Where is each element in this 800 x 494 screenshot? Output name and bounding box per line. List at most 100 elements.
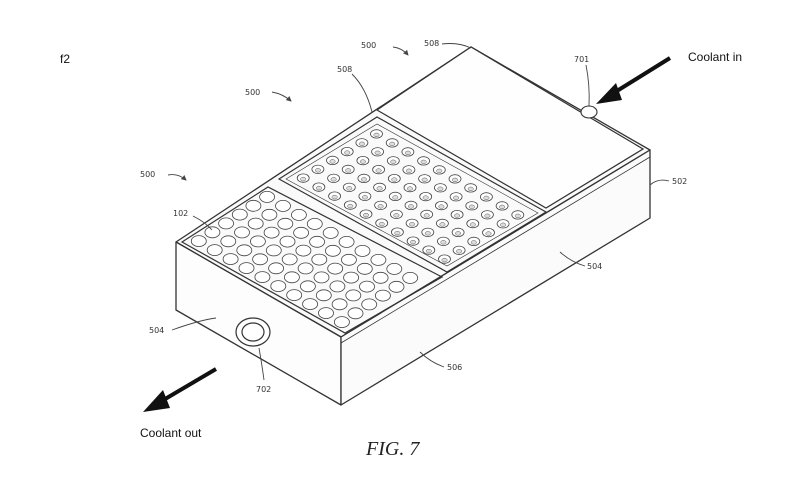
cell bbox=[281, 253, 298, 266]
cell-core bbox=[499, 204, 506, 210]
cell-core bbox=[500, 222, 507, 227]
cell-core bbox=[436, 168, 443, 174]
cell bbox=[247, 217, 264, 230]
cell-core bbox=[484, 213, 491, 218]
cell-core bbox=[438, 204, 445, 209]
cell bbox=[374, 289, 391, 302]
cell-core bbox=[329, 159, 336, 164]
cell-core bbox=[485, 231, 492, 236]
cell bbox=[338, 235, 355, 248]
cell bbox=[356, 262, 373, 275]
cell bbox=[279, 235, 296, 248]
cell-core bbox=[375, 168, 382, 173]
cell-core bbox=[392, 195, 399, 200]
cell-core bbox=[453, 195, 460, 200]
compartment-pouch bbox=[277, 116, 548, 273]
cell bbox=[354, 244, 371, 257]
cell bbox=[359, 280, 375, 293]
cell-core bbox=[347, 203, 354, 209]
cell-core bbox=[440, 240, 447, 245]
cell bbox=[343, 271, 360, 284]
cell-core bbox=[345, 168, 352, 173]
cell bbox=[222, 253, 239, 266]
cell-core bbox=[390, 159, 397, 164]
cell bbox=[236, 244, 253, 257]
cell bbox=[386, 262, 403, 275]
cell bbox=[265, 244, 282, 257]
ref-506: 506 bbox=[447, 363, 462, 372]
cell bbox=[345, 289, 362, 302]
corner-label: f2 bbox=[60, 52, 70, 66]
cell bbox=[324, 244, 341, 257]
cell bbox=[347, 307, 364, 320]
coolant-in-label: Coolant in bbox=[688, 50, 742, 64]
cell-core bbox=[374, 150, 381, 155]
cell-core bbox=[439, 222, 446, 227]
figure-caption: FIG. 7 bbox=[365, 438, 420, 460]
ref-702: 702 bbox=[256, 385, 271, 394]
cell bbox=[263, 226, 280, 239]
cell bbox=[311, 253, 328, 266]
cell bbox=[220, 235, 237, 248]
cell-core bbox=[315, 185, 322, 191]
box-side-face bbox=[340, 149, 651, 406]
cell-core bbox=[358, 141, 365, 146]
cell-core bbox=[469, 222, 476, 227]
cell bbox=[218, 217, 235, 230]
cell-core bbox=[425, 248, 432, 254]
cell bbox=[388, 280, 405, 293]
cell-core bbox=[331, 194, 338, 200]
cell bbox=[204, 226, 221, 239]
cell-core bbox=[468, 204, 475, 209]
ref-500-top: 500 bbox=[361, 41, 376, 50]
side-face-rim bbox=[340, 156, 651, 344]
cell bbox=[299, 280, 316, 293]
ref-102: 102 bbox=[173, 209, 188, 218]
ref-502: 502 bbox=[672, 177, 687, 186]
cell bbox=[297, 262, 314, 275]
cell-core bbox=[441, 257, 448, 263]
cell-core bbox=[467, 186, 474, 192]
cell-core bbox=[359, 159, 366, 164]
cell bbox=[318, 307, 334, 320]
cell bbox=[190, 235, 207, 248]
cell bbox=[327, 262, 344, 275]
cell-core bbox=[377, 204, 384, 209]
coolant-inlet-port bbox=[580, 105, 598, 119]
cell bbox=[275, 199, 291, 212]
cell-core bbox=[456, 249, 463, 254]
cell-core bbox=[409, 222, 416, 227]
coolant-out-label: Coolant out bbox=[140, 426, 202, 440]
cell-core bbox=[470, 240, 477, 245]
cell-core bbox=[360, 177, 367, 182]
cell-core bbox=[376, 186, 383, 191]
cell-core bbox=[407, 186, 413, 191]
cell bbox=[333, 316, 350, 329]
cell bbox=[290, 208, 307, 221]
ref-500-left: 500 bbox=[140, 170, 155, 179]
cell bbox=[302, 298, 319, 311]
compartment-cylindrical bbox=[180, 186, 444, 334]
cell-core bbox=[410, 239, 417, 245]
cell-core bbox=[483, 195, 490, 201]
cell bbox=[270, 280, 287, 293]
ref-508-pouch: 508 bbox=[337, 65, 352, 74]
cell bbox=[293, 226, 310, 239]
cell bbox=[268, 262, 285, 275]
coolant-in-arrow bbox=[596, 56, 672, 104]
cell-core bbox=[421, 177, 428, 182]
cell bbox=[238, 262, 255, 275]
cell bbox=[370, 253, 387, 266]
cell-core bbox=[363, 212, 369, 218]
coolant-outlet-port bbox=[235, 317, 271, 347]
cell bbox=[283, 271, 300, 284]
cylindrical-cells bbox=[190, 190, 419, 329]
cell-core bbox=[423, 213, 430, 218]
cell bbox=[402, 271, 419, 284]
cell bbox=[231, 208, 248, 221]
cell bbox=[234, 226, 250, 239]
cell bbox=[254, 271, 271, 284]
ref-701: 701 bbox=[574, 55, 589, 64]
